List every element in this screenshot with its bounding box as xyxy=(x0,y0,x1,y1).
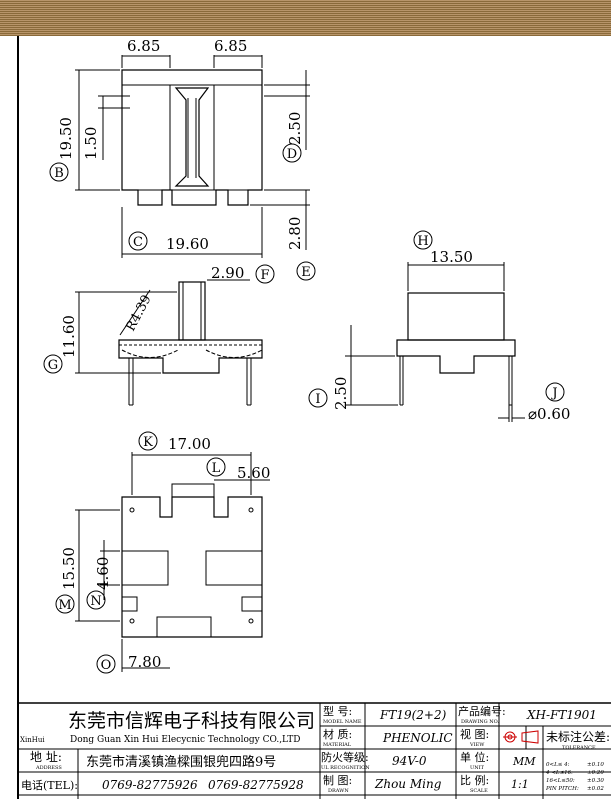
company-name-en: Dong Guan Xin Hui Elecycnic Technology C… xyxy=(70,735,301,745)
tolerance-range: 16<L≤50: xyxy=(546,778,575,784)
svg-text:O: O xyxy=(101,658,112,673)
model-label: 型 号: xyxy=(323,704,352,718)
svg-text:J: J xyxy=(550,386,557,401)
svg-text:C: C xyxy=(133,235,143,250)
marker-d: D xyxy=(282,143,302,163)
tolerance-range: PIN PITCH: xyxy=(545,786,579,792)
svg-text:D: D xyxy=(287,147,297,162)
material-label-en: MATERIAL xyxy=(323,742,352,748)
marker-e: E xyxy=(296,261,316,281)
tel-1: 0769-82775926 xyxy=(102,778,198,792)
address-label: 地 址: xyxy=(30,750,62,764)
flame-value: 94V-0 xyxy=(392,754,427,768)
tolerance-value: ±0.30 xyxy=(587,778,604,784)
unit-label-en: UNIT xyxy=(470,765,485,771)
marker-m: M xyxy=(55,594,75,614)
dim-side-height: 11.60 xyxy=(60,315,78,358)
company-name-cn: 东莞市信辉电子科技有限公司 xyxy=(68,710,315,732)
code-value: XH-FT1901 xyxy=(526,708,597,722)
left-border-line xyxy=(17,36,19,799)
svg-text:B: B xyxy=(54,166,64,181)
scale-value: 1:1 xyxy=(511,778,529,791)
unit-label: 单 位: xyxy=(460,750,489,764)
company-en-prefix: XinHui xyxy=(20,736,45,744)
svg-text:G: G xyxy=(48,358,58,373)
dim-inner-offset: 1.50 xyxy=(82,127,100,160)
tel-label: 电话(TEL): xyxy=(21,779,78,792)
dim-total-height: 19.50 xyxy=(57,117,75,160)
dim-pin-length: 2.50 xyxy=(332,377,350,410)
top-view xyxy=(75,55,310,258)
svg-text:N: N xyxy=(90,594,101,609)
address-value: 东莞市清溪镇渔樑围银兜四路9号 xyxy=(86,754,276,770)
scale-label-en: SCALE xyxy=(470,788,488,794)
svg-text:H: H xyxy=(417,234,428,249)
header-band xyxy=(0,0,611,36)
dim-slot-height: 4.60 xyxy=(94,557,112,590)
marker-i: I xyxy=(308,388,328,408)
marker-h: H xyxy=(413,230,433,250)
title-block xyxy=(18,702,611,799)
svg-text:E: E xyxy=(301,265,311,280)
tolerance-range: 4 <L≤16: xyxy=(545,770,573,776)
flame-label: 防火等级: xyxy=(321,750,369,764)
marker-l: L xyxy=(206,457,226,477)
material-value: PHENOLIC xyxy=(382,731,453,745)
svg-text:M: M xyxy=(58,598,71,613)
dim-slot-width: 5.60 xyxy=(237,464,270,482)
view-label-en: VIEW xyxy=(469,742,485,748)
address-label-en: ADDRESS xyxy=(35,765,62,771)
marker-j: J xyxy=(545,382,565,402)
code-label-en: DRAWING NO. xyxy=(461,719,499,725)
dim-bottom-offset: 7.80 xyxy=(128,653,161,671)
tolerance-label: 未标注公差: xyxy=(546,729,610,744)
drawn-value: Zhou Ming xyxy=(374,777,442,791)
tel-2: 0769-82775928 xyxy=(208,778,304,792)
dim-total-width: 19.60 xyxy=(166,235,209,253)
code-label: 产品编号: xyxy=(458,704,506,718)
dim-bottom-height: 15.50 xyxy=(60,547,78,590)
dim-pin-width: 2.90 xyxy=(211,264,244,282)
tolerance-value: ±0.20 xyxy=(587,770,604,776)
marker-c: C xyxy=(128,231,148,251)
drawn-label: 制 图: xyxy=(323,774,352,787)
dim-radius: R4.39 xyxy=(123,293,154,334)
unit-value: MM xyxy=(512,755,536,768)
side-view xyxy=(75,279,263,406)
marker-g: G xyxy=(43,354,63,374)
flame-label-en: UL RECOGNITION xyxy=(321,765,370,771)
svg-text:F: F xyxy=(260,268,269,283)
model-value: FT19(2+2) xyxy=(379,708,447,722)
tolerance-label-en: TOLERANCE xyxy=(562,745,596,751)
marker-o: O xyxy=(96,654,116,674)
drawn-label-en: DRAWN xyxy=(328,788,349,794)
dim-bottom-width: 17.00 xyxy=(168,435,211,453)
front-view xyxy=(345,262,525,422)
model-label-en: MODEL NAME xyxy=(323,719,362,725)
tolerance-range: 0<L≤ 4: xyxy=(546,762,570,768)
bottom-view xyxy=(75,452,270,672)
tolerance-value: ±0.02 xyxy=(587,786,604,792)
dim-right-offset: 2.50 xyxy=(286,112,304,145)
scale-label: 比 例: xyxy=(460,773,489,787)
svg-text:K: K xyxy=(143,435,153,450)
marker-f: F xyxy=(255,264,275,284)
tolerance-value: ±0.10 xyxy=(587,762,604,768)
dim-pin-extension: 2.80 xyxy=(286,217,304,250)
view-label: 视 图: xyxy=(460,727,489,741)
marker-n: N xyxy=(86,590,106,610)
dim-top-left-width: 6.85 xyxy=(127,37,160,55)
marker-b: B xyxy=(49,162,69,182)
tolerance-table: 0<L≤ 4: ±0.10 4 <L≤16: ±0.20 16<L≤50: ±0… xyxy=(545,762,604,792)
dim-pin-diameter: ⌀0.60 xyxy=(528,405,570,423)
dim-top-right-width: 6.85 xyxy=(214,37,247,55)
material-label: 材 质: xyxy=(323,727,352,741)
marker-k: K xyxy=(138,431,158,451)
dim-right-width: 13.50 xyxy=(430,248,473,266)
svg-text:I: I xyxy=(315,392,320,407)
svg-text:L: L xyxy=(212,461,221,476)
